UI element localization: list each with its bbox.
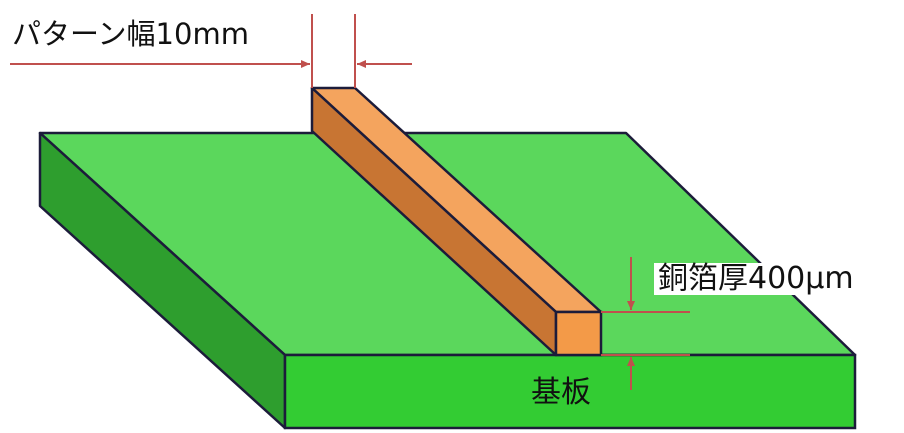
copper-trace-end-face bbox=[554, 310, 603, 357]
substrate-front-face bbox=[283, 353, 857, 430]
pattern-width-label: パターン幅10mm bbox=[12, 17, 249, 51]
substrate-label: 基板 bbox=[531, 375, 591, 410]
copper-thickness-label: 銅箔厚400μm bbox=[654, 263, 858, 295]
